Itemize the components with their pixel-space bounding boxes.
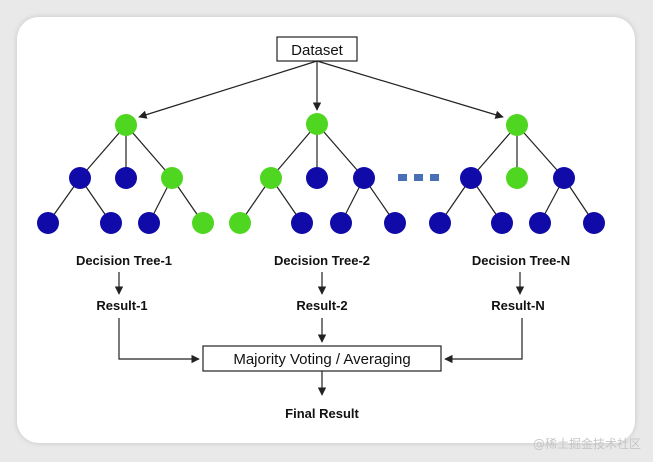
tree-node-blue xyxy=(353,167,375,189)
tree-node-blue xyxy=(553,167,575,189)
final-result-label: Final Result xyxy=(285,406,359,421)
tree-node-green xyxy=(260,167,282,189)
tree-node-blue xyxy=(460,167,482,189)
dataset-label: Dataset xyxy=(291,42,344,59)
result-label-1: Result-1 xyxy=(96,298,147,313)
arrow-result-n-aggregate xyxy=(444,318,523,364)
tree-node-green xyxy=(506,167,528,189)
arrow-dataset-tree-n xyxy=(316,60,504,119)
tree-node-green xyxy=(506,114,528,136)
tree-label-n: Decision Tree-N xyxy=(472,253,570,268)
tree-node-blue xyxy=(529,212,551,234)
tree-node-blue xyxy=(491,212,513,234)
tree-node-blue xyxy=(429,212,451,234)
tree-node-blue xyxy=(37,212,59,234)
tree-node-green xyxy=(306,113,328,135)
result-label-2: Result-2 xyxy=(296,298,347,313)
decision-tree-2 xyxy=(229,113,406,234)
tree-node-blue xyxy=(100,212,122,234)
tree-node-green xyxy=(229,212,251,234)
aggregator-label: Majority Voting / Averaging xyxy=(233,351,410,368)
aggregator-box: Majority Voting / Averaging xyxy=(202,345,442,372)
tree-node-blue xyxy=(115,167,137,189)
decision-tree-1 xyxy=(37,114,214,234)
arrow-result-1-aggregate xyxy=(118,318,200,364)
tree-node-blue xyxy=(306,167,328,189)
tree-label-2: Decision Tree-2 xyxy=(274,253,370,268)
tree-node-blue xyxy=(330,212,352,234)
dataset-box: Dataset xyxy=(276,36,358,62)
tree-node-green xyxy=(115,114,137,136)
decision-tree-n xyxy=(429,114,605,234)
tree-node-blue xyxy=(138,212,160,234)
tree-node-blue xyxy=(583,212,605,234)
tree-node-blue xyxy=(69,167,91,189)
tree-node-green xyxy=(161,167,183,189)
result-label-n: Result-N xyxy=(491,298,544,313)
tree-node-blue xyxy=(384,212,406,234)
ellipsis-dots xyxy=(398,174,439,181)
tree-label-1: Decision Tree-1 xyxy=(76,253,172,268)
arrow-dataset-tree-1 xyxy=(138,60,318,119)
tree-node-green xyxy=(192,212,214,234)
watermark: @稀土掘金技术社区 xyxy=(532,437,641,451)
tree-node-blue xyxy=(291,212,313,234)
